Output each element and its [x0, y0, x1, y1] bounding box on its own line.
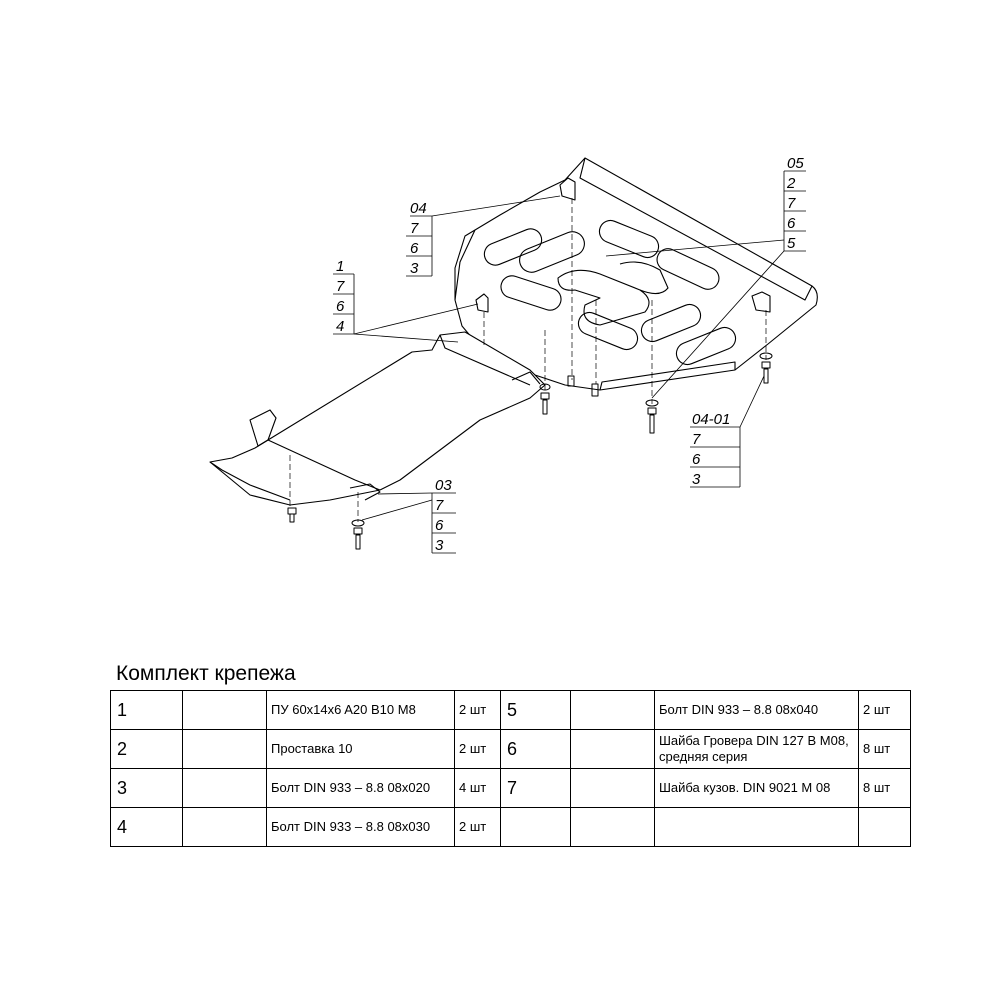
kit-item-quantity: 4 шт — [454, 768, 501, 808]
callout-label: 2 — [786, 175, 796, 192]
kit-item-quantity — [858, 807, 911, 847]
callout-label: 05 — [787, 155, 804, 172]
callout-bottom: 03 7 6 3 — [361, 477, 456, 554]
kit-title: Комплект крепежа — [116, 662, 296, 685]
kit-item-image — [570, 729, 655, 769]
kit-item-name — [654, 807, 859, 847]
kit-item-name: Болт DIN 933 – 8.8 08x040 — [654, 690, 859, 730]
kit-item-name: ПУ 60x14x6 A20 B10 M8 — [266, 690, 455, 730]
callout-label: 7 — [435, 497, 444, 514]
oval-cutouts — [483, 219, 737, 366]
callout-upper-right: 05 2 7 6 5 — [605, 155, 806, 399]
kit-item-quantity: 8 шт — [858, 729, 911, 769]
callout-label: 04-01 — [692, 411, 730, 428]
front-skid-plate — [209, 331, 546, 506]
center-lines — [289, 198, 767, 522]
callout-label: 7 — [787, 195, 796, 212]
assembly-drawing: 04 7 6 3 1 7 6 4 05 2 — [209, 155, 818, 554]
kit-item-image — [182, 690, 267, 730]
kit-item-number: 7 — [500, 768, 571, 808]
callout-label: 7 — [692, 431, 701, 448]
callout-label: 7 — [410, 220, 419, 237]
kit-item-quantity: 8 шт — [858, 768, 911, 808]
kit-item-number: 3 — [110, 768, 183, 808]
callout-label: 3 — [692, 471, 701, 488]
kit-item-name: Шайба Гровера DIN 127 B M08, средняя сер… — [654, 729, 859, 769]
kit-item-image — [182, 807, 267, 847]
callout-label: 6 — [692, 451, 701, 468]
callout-label: 4 — [336, 318, 344, 335]
callout-label: 6 — [787, 215, 796, 232]
callout-label: 6 — [336, 298, 345, 315]
kit-item-image — [182, 729, 267, 769]
kit-item-number: 4 — [110, 807, 183, 847]
callout-upper-left: 04 7 6 3 — [406, 195, 561, 277]
kit-item-quantity: 2 шт — [454, 807, 501, 847]
kit-item-image — [182, 768, 267, 808]
kit-item-name: Проставка 10 — [266, 729, 455, 769]
callout-label: 04 — [410, 200, 427, 217]
callout-label: 7 — [336, 278, 345, 295]
kit-item-number: 6 — [500, 729, 571, 769]
callout-right: 04-01 7 6 3 — [690, 375, 765, 488]
kit-item-number: 5 — [500, 690, 571, 730]
callout-label: 3 — [435, 537, 444, 554]
kit-item-name: Болт DIN 933 – 8.8 08x020 — [266, 768, 455, 808]
main-skid-plate — [454, 157, 818, 391]
kit-item-image — [570, 807, 655, 847]
callout-label: 1 — [336, 258, 344, 275]
callout-label: 5 — [787, 235, 796, 252]
kit-item-name: Шайба кузов. DIN 9021 M 08 — [654, 768, 859, 808]
kit-item-name: Болт DIN 933 – 8.8 08x030 — [266, 807, 455, 847]
kit-item-quantity: 2 шт — [454, 729, 501, 769]
callout-label: 6 — [435, 517, 444, 534]
kit-item-quantity: 2 шт — [858, 690, 911, 730]
callout-label: 6 — [410, 240, 419, 257]
kit-item-number — [500, 807, 571, 847]
callout-label: 3 — [410, 260, 419, 277]
kit-item-quantity: 2 шт — [454, 690, 501, 730]
callout-label: 03 — [435, 477, 452, 494]
kit-item-number: 2 — [110, 729, 183, 769]
kit-item-image — [570, 690, 655, 730]
callout-left: 1 7 6 4 — [333, 258, 479, 343]
kit-item-number: 1 — [110, 690, 183, 730]
kit-item-image — [570, 768, 655, 808]
